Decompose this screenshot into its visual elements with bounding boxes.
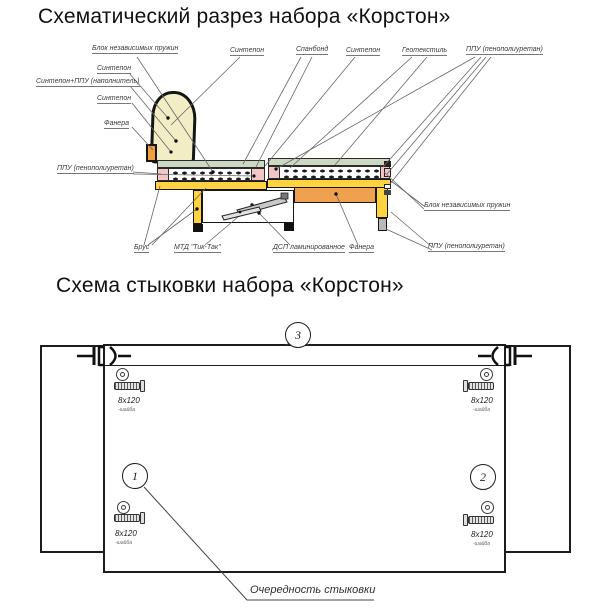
- right-leg-foot: [378, 218, 387, 231]
- label-fanera-left: Фанера: [104, 120, 129, 129]
- left-seat-spring-block: [157, 168, 265, 181]
- label-fanera-bottom: Фанера: [349, 244, 374, 253]
- left-seat-ppu-cap-left: [158, 169, 169, 180]
- backrest-plywood-block: [146, 144, 157, 162]
- cross-section-title: Схематический разрез набора «Корстон»: [38, 5, 451, 28]
- assembly-title: Схема стыковки набора «Корстон»: [56, 274, 404, 297]
- label-spring-block: Блок независимых пружин: [92, 45, 179, 54]
- right-seat-spring-block: [268, 166, 390, 179]
- screw-icon: [114, 380, 145, 392]
- screw-size-label: 8x120: [471, 396, 493, 405]
- screw-icon: [463, 514, 494, 526]
- washer-icon: [116, 368, 129, 381]
- screw-size-label: 8x120: [115, 529, 137, 538]
- label-sintepon-top1: Синтепон: [230, 47, 265, 56]
- mechanism-foot: [284, 223, 294, 231]
- screw-note-label: -шайба: [115, 540, 132, 546]
- label-dsp: ДСП ламинированное: [273, 244, 345, 253]
- screw-note-label: -шайба: [473, 407, 490, 413]
- spring-pattern: [169, 169, 251, 180]
- connector-plate: [384, 184, 391, 189]
- step-3-number: 3: [295, 327, 301, 342]
- right-seat-ppu-cap-left: [269, 167, 280, 178]
- washer-icon: [480, 368, 493, 381]
- label-sintepon-left1: Синтепон: [97, 65, 132, 74]
- connector-plate: [384, 190, 391, 195]
- step-1-number: 1: [132, 468, 138, 483]
- left-seat-ppu-cap-right: [251, 169, 264, 180]
- step-2-number: 2: [480, 469, 486, 484]
- screw-icon: [463, 380, 494, 392]
- tik-tak-mechanism-box: [202, 190, 294, 223]
- right-seat-top-layer: [268, 158, 390, 166]
- screw-note-label: -шайба: [473, 541, 490, 547]
- corner-bracket: [384, 161, 391, 167]
- assembly-inner-section: [103, 344, 506, 573]
- label-mtd-tiktak: МТД "Тик-Так": [174, 244, 221, 253]
- step-1-badge: 1: [122, 463, 148, 489]
- backrest-strip-line: [104, 365, 505, 366]
- left-seat-top-layer: [157, 160, 265, 168]
- label-spring-block-right: Блок независимых пружин: [424, 202, 511, 211]
- label-sintepon-ppu: Синтепон+ППУ (наполнитель): [36, 78, 140, 87]
- label-ppu-right: ППУ (пенополиуретан): [428, 243, 505, 252]
- washer-icon: [117, 501, 130, 514]
- ppu-end-pad: [384, 168, 391, 177]
- joining-order-label: Очередность стыковки: [250, 584, 376, 596]
- step-3-badge: 3: [285, 322, 311, 348]
- left-leg-foot: [193, 224, 203, 232]
- plywood-base-panel: [294, 187, 376, 203]
- label-ppu-top: ППУ (пенополиуретан): [466, 46, 543, 55]
- screw-size-label: 8x120: [118, 396, 140, 405]
- screw-note-label: -шайба: [118, 407, 135, 413]
- label-geotextile: Геотекстиль: [402, 47, 448, 56]
- left-seat-frame-bar: [155, 181, 267, 190]
- step-2-badge: 2: [470, 464, 496, 490]
- label-sintepon-top2: Синтепон: [346, 47, 381, 56]
- label-ppu-left: ППУ (пенополиуретан): [57, 165, 134, 174]
- screw-size-label: 8x120: [471, 530, 493, 539]
- washer-icon: [481, 501, 494, 514]
- spring-pattern: [280, 167, 380, 178]
- label-spunbond: Спанбонд: [296, 46, 329, 55]
- label-sintepon-left2: Синтепон: [97, 95, 132, 104]
- left-leg-beam: [193, 190, 202, 224]
- label-brus: Брус: [134, 244, 150, 253]
- screw-icon: [114, 512, 145, 524]
